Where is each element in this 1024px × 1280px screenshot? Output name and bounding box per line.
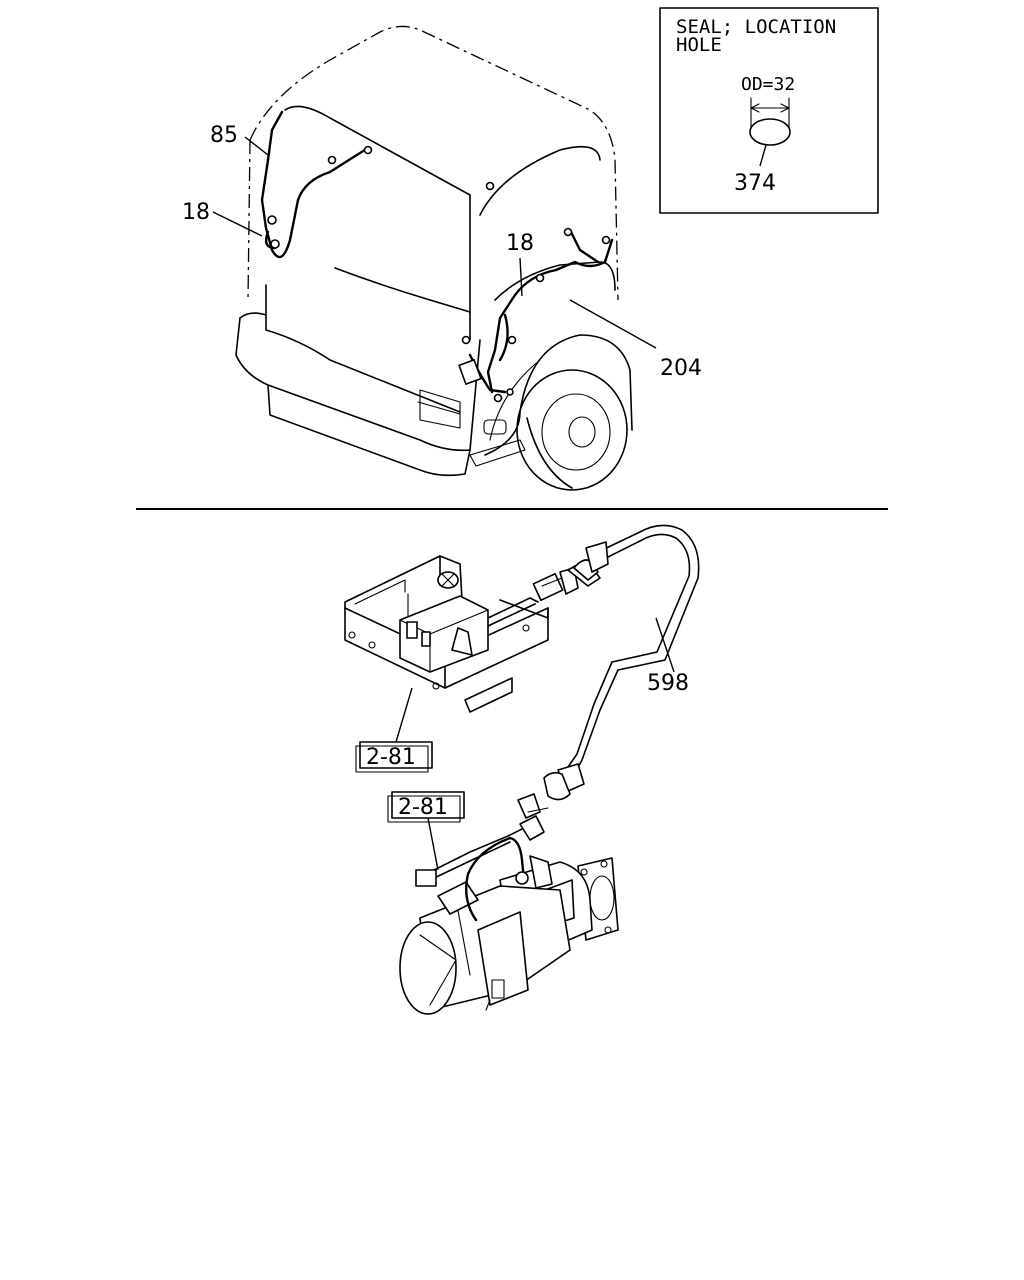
seal-title-line2: HOLE: [676, 34, 722, 56]
cable-598: 598: [543, 524, 700, 801]
callout-204: 204: [660, 356, 702, 381]
vehicle-rear-view: [235, 25, 633, 491]
callout-598: 598: [647, 671, 689, 696]
ref-2-81-lower: 2-81: [387, 791, 465, 871]
ref-label-lower: 2-81: [398, 795, 448, 820]
actuator-assembly: [399, 793, 619, 1015]
callout-374: 374: [734, 171, 776, 196]
ref-label-upper: 2-81: [366, 745, 416, 770]
harness-85: [260, 110, 495, 259]
callout-18-left: 18: [182, 200, 210, 225]
seal-dimension: OD=32: [741, 74, 795, 95]
seal-shape: [749, 118, 791, 146]
seal-title-line1: SEAL; LOCATION: [676, 16, 836, 38]
harness-204: [458, 227, 614, 403]
ref-2-81-upper: 2-81: [355, 687, 433, 773]
ecu-bracket: [344, 555, 579, 713]
callout-18-right: 18: [506, 231, 534, 256]
seal-detail-box: SEAL; LOCATION HOLE OD=32 374: [659, 7, 879, 214]
callout-85: 85: [210, 123, 238, 148]
